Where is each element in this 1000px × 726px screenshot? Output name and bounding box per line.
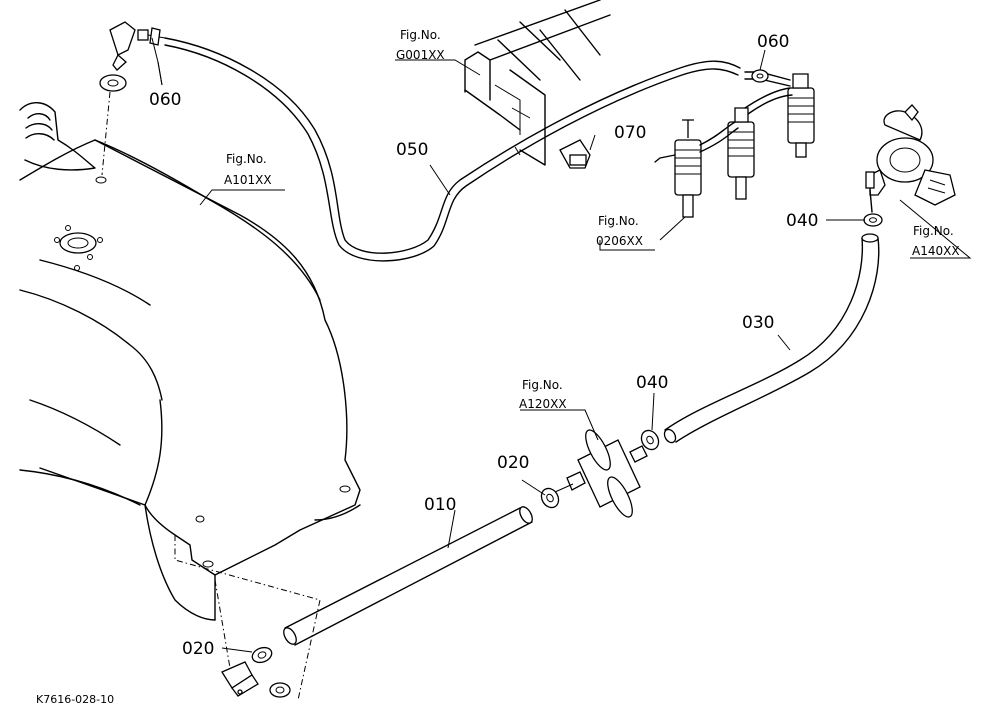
callout-040-filter: 040 xyxy=(636,373,668,393)
hose-clip-020-filter xyxy=(540,487,560,509)
callout-labels: 060 060 050 070 040 030 040 020 010 020 xyxy=(149,32,818,659)
supply-hose-030 xyxy=(663,233,880,444)
leader-lines xyxy=(157,49,972,653)
figref-bracket: Fig.No. G001XX xyxy=(396,28,445,62)
callout-030: 030 xyxy=(742,313,774,333)
svg-text:G001XX: G001XX xyxy=(396,48,445,62)
callout-060-right: 060 xyxy=(757,32,789,52)
svg-text:Fig.No.: Fig.No. xyxy=(522,378,563,392)
callout-020-filter: 020 xyxy=(497,453,529,473)
hose-clip-020-lower xyxy=(251,646,273,664)
figref-pump: Fig.No. A140XX xyxy=(912,224,960,258)
return-hose-050 xyxy=(164,37,741,262)
callout-070: 070 xyxy=(614,123,646,143)
tank-outlet-fitting xyxy=(174,535,321,701)
fuel-feed-pump xyxy=(865,104,956,213)
hose-clip-060-right xyxy=(751,69,769,83)
return-banjo-fitting xyxy=(99,21,166,176)
callout-050: 050 xyxy=(396,140,428,160)
supply-hose-010 xyxy=(283,506,533,646)
svg-text:A120XX: A120XX xyxy=(519,397,567,411)
figref-filter: Fig.No. A120XX xyxy=(519,378,567,411)
hose-clip-040-filter xyxy=(640,429,660,451)
fuel-tank xyxy=(19,102,361,621)
svg-text:A101XX: A101XX xyxy=(224,173,272,187)
callout-060-left: 060 xyxy=(149,90,181,110)
svg-text:Fig.No.: Fig.No. xyxy=(226,152,267,166)
svg-text:Fig.No.: Fig.No. xyxy=(400,28,441,42)
svg-text:0206XX: 0206XX xyxy=(596,234,643,248)
callout-010: 010 xyxy=(424,495,456,515)
fuel-filter xyxy=(554,429,648,518)
pipe-bracket-assembly xyxy=(464,0,611,169)
svg-text:Fig.No.: Fig.No. xyxy=(598,214,639,228)
figref-tank: Fig.No. A101XX xyxy=(224,152,272,187)
injection-nozzles xyxy=(654,71,815,218)
hose-clip-040-pump xyxy=(863,213,883,227)
svg-text:Fig.No.: Fig.No. xyxy=(913,224,954,238)
callout-020-lower: 020 xyxy=(182,639,214,659)
figref-injectors: Fig.No. 0206XX xyxy=(596,214,643,248)
drawing-code: K7616-028-10 xyxy=(36,693,114,706)
svg-text:A140XX: A140XX xyxy=(912,244,960,258)
figure-references: Fig.No. A101XX Fig.No. G001XX Fig.No. 02… xyxy=(224,28,960,411)
callout-040-pump: 040 xyxy=(786,211,818,231)
